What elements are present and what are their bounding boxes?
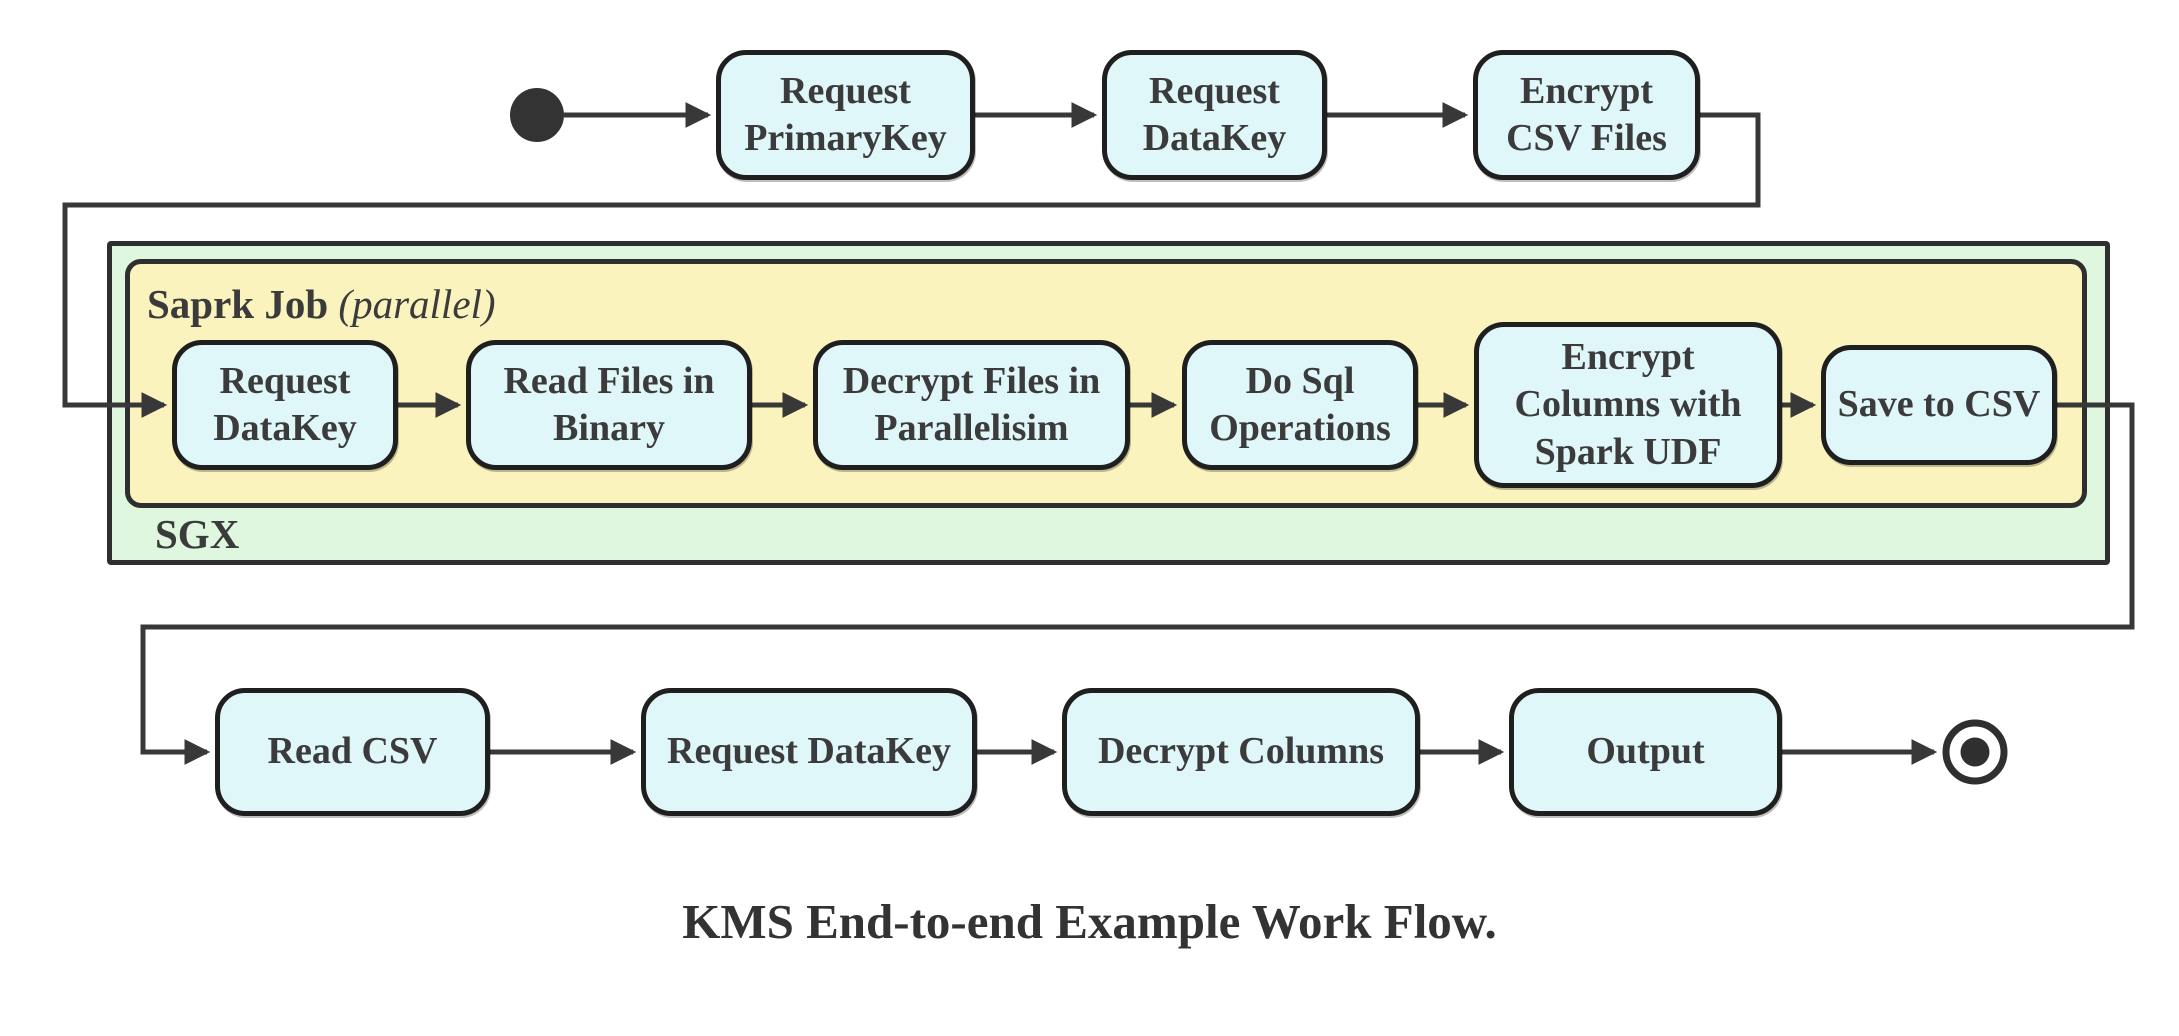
node-label: Save to CSV (1837, 383, 2041, 426)
node-label: Request (1149, 69, 1280, 112)
node-label: Columns with (1514, 383, 1742, 426)
arrow-save-csv-to-read-csv (140, 402, 2135, 765)
node-request-datakey-bottom: Request DataKey (641, 688, 977, 816)
node-label: Request (219, 359, 351, 402)
node-label: Request (780, 69, 911, 112)
node-label: Read CSV (267, 730, 438, 773)
spark-job-label: Saprk Job (parallel) (147, 280, 496, 328)
node-label: Request DataKey (667, 730, 951, 773)
node-label: Output (1586, 730, 1705, 773)
node-read-csv: Read CSV (215, 688, 490, 816)
node-label: Read Files in (503, 359, 715, 402)
node-spark-request-datakey: Request DataKey (172, 340, 398, 470)
spark-job-label-bold: Saprk Job (147, 281, 329, 327)
node-label: Decrypt Files in (842, 359, 1101, 402)
sgx-label: SGX (155, 511, 240, 557)
start-node-icon (510, 88, 564, 142)
node-label: Binary (553, 407, 665, 449)
node-do-sql-operations: Do Sql Operations (1182, 340, 1418, 470)
diagram-caption: KMS End-to-end Example Work Flow. (682, 894, 1497, 949)
node-label: Encrypt (1520, 69, 1653, 112)
node-request-datakey-top: Request DataKey (1102, 50, 1327, 180)
spark-job-label-parallel: (parallel) (338, 281, 496, 327)
node-label: Decrypt Columns (1097, 730, 1385, 773)
node-label: Do Sql (1245, 359, 1355, 402)
node-request-primarykey: Request PrimaryKey (716, 50, 975, 180)
arrow-encrypt-csv-to-spark-request-datakey (62, 112, 1761, 418)
end-node-icon (1942, 719, 2008, 785)
node-output: Output (1509, 688, 1782, 816)
node-save-to-csv: Save to CSV (1821, 345, 2057, 465)
node-label: Operations (1209, 407, 1391, 449)
node-label: PrimaryKey (744, 117, 947, 159)
node-label: Encrypt (1561, 336, 1695, 379)
node-label: CSV Files (1506, 117, 1667, 159)
node-encrypt-csv-files: Encrypt CSV Files (1473, 50, 1700, 180)
node-label: DataKey (1142, 117, 1287, 159)
node-read-files-in-binary: Read Files in Binary (466, 340, 752, 470)
node-label: Spark UDF (1534, 430, 1722, 473)
node-label: DataKey (213, 407, 357, 449)
node-label: Parallelisim (874, 407, 1069, 449)
node-decrypt-files-in-parallelism: Decrypt Files in Parallelisim (813, 340, 1130, 470)
node-decrypt-columns: Decrypt Columns (1062, 688, 1420, 816)
node-encrypt-columns-with-spark-udf: Encrypt Columns with Spark UDF (1474, 322, 1782, 488)
